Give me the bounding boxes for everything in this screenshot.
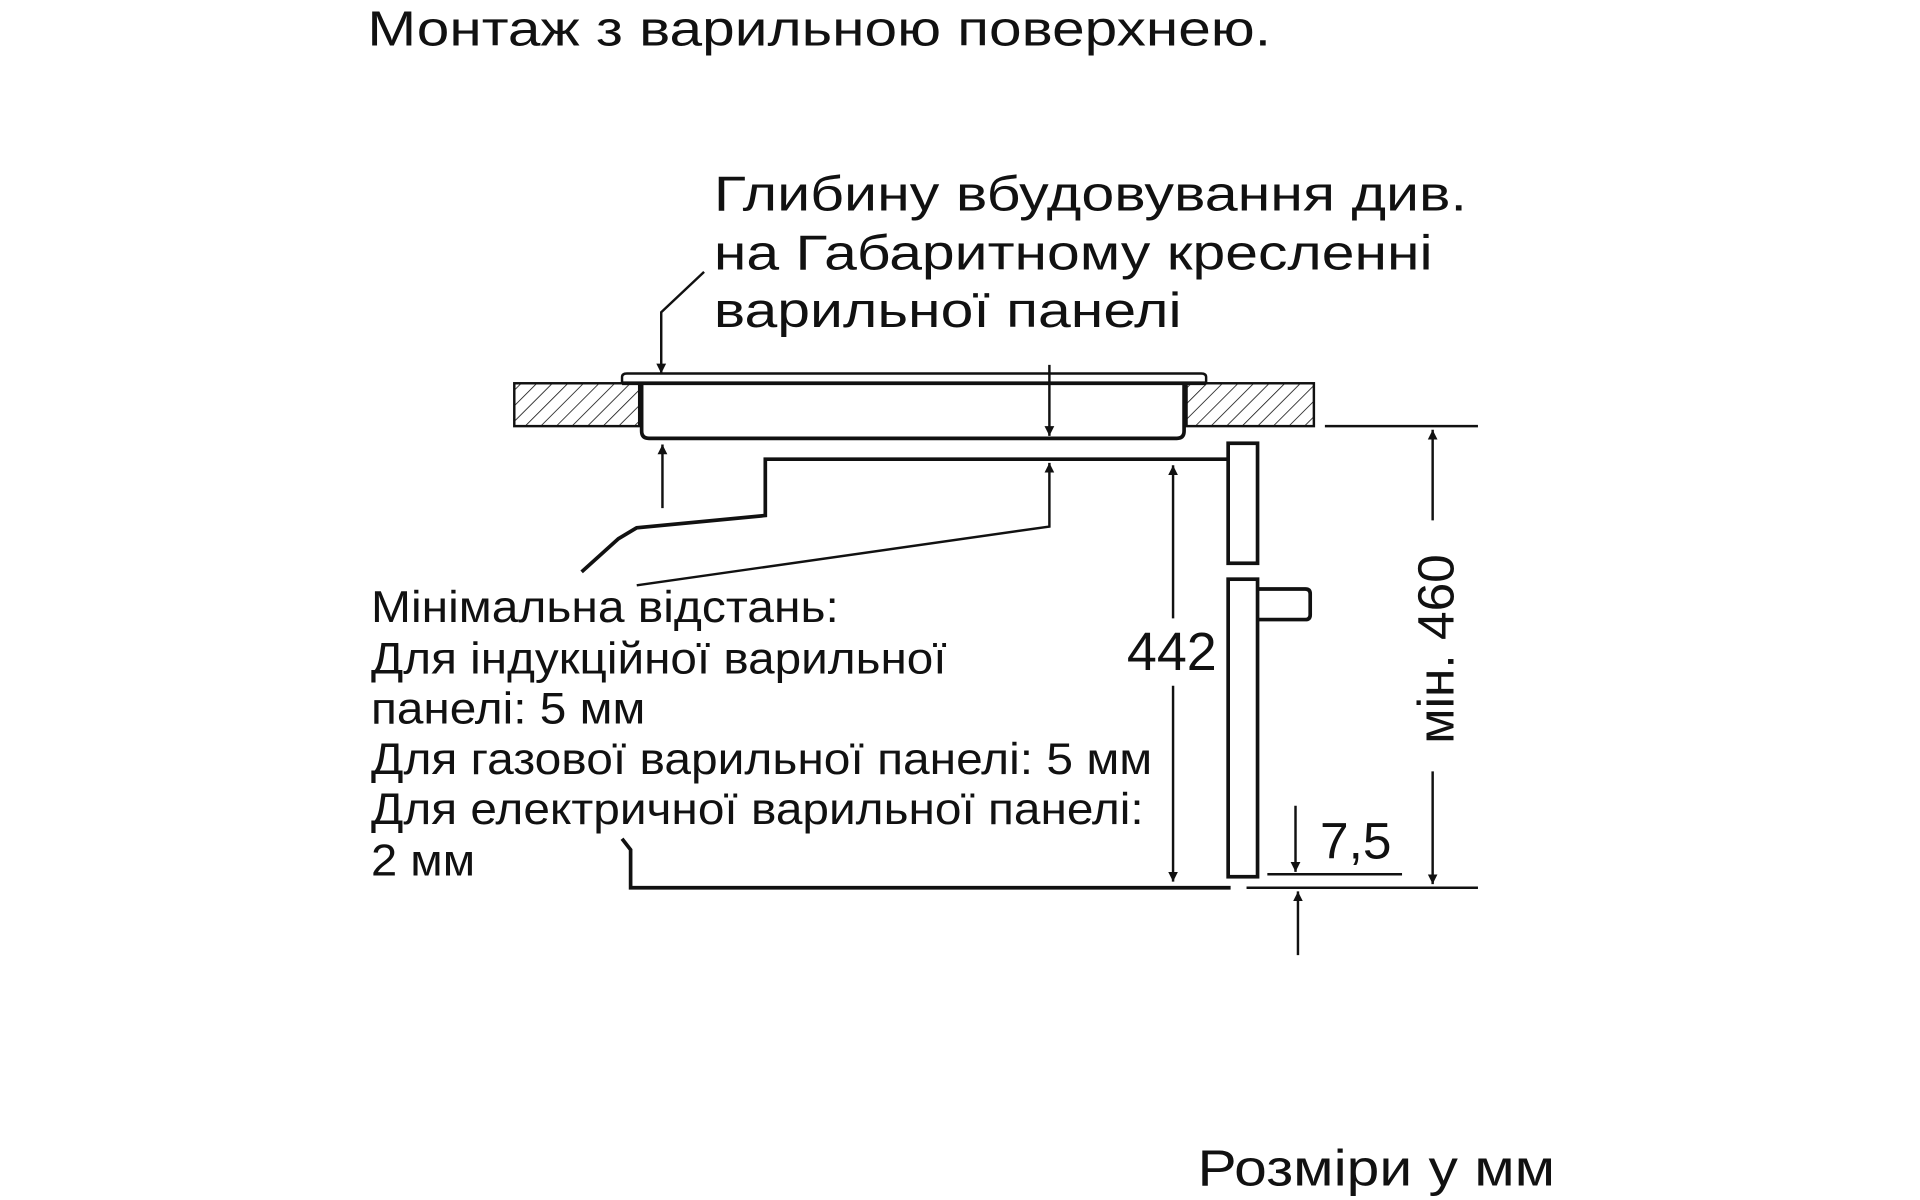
callout-line: на Габаритному кресленні xyxy=(714,226,1433,280)
worktop xyxy=(513,382,1316,428)
note-line: Мінімальна відстань: xyxy=(371,583,839,632)
worktop-section-right xyxy=(1185,382,1316,428)
callout-leader xyxy=(656,270,705,374)
note-line: панелі: 5 мм xyxy=(371,685,645,734)
units-note: Розміри у мм xyxy=(1198,1138,1556,1196)
callout-line: варильної панелі xyxy=(714,284,1182,338)
note-line: Для електричної варильної панелі: xyxy=(371,785,1144,834)
oven-top-outline xyxy=(580,457,1230,574)
note-line: Для індукційної варильної xyxy=(371,634,947,683)
oven-knob xyxy=(1257,587,1313,622)
oven xyxy=(580,441,1313,890)
oven-bottom-outline xyxy=(620,837,1231,890)
dimension-460-label: мін. 460 xyxy=(1406,554,1464,743)
callout-line: Глибину вбудовування див. xyxy=(714,168,1467,222)
dimension-442: 442 xyxy=(1127,465,1217,882)
oven-front-panel-upper xyxy=(1226,441,1260,566)
hob-body xyxy=(639,383,1186,441)
diagram-title: Монтаж з варильною поверхнею. xyxy=(367,2,1271,56)
gap-leader xyxy=(636,462,1055,587)
min-distance-notes: Мінімальна відстань: Для індукційної вар… xyxy=(371,583,1152,885)
worktop-section-left xyxy=(513,382,641,428)
depth-callout: Глибину вбудовування див. на Габаритному… xyxy=(656,168,1467,374)
note-line: 2 мм xyxy=(371,837,475,886)
oven-front-panel-lower xyxy=(1226,577,1260,879)
hob-top-plate xyxy=(620,372,1208,385)
hob xyxy=(620,364,1208,509)
dimension-442-label: 442 xyxy=(1127,622,1217,682)
dimension-7-5: 7,5 xyxy=(1267,805,1403,956)
dimension-460: мін. 460 xyxy=(1246,424,1478,889)
note-line: Для газової варильної панелі: 5 мм xyxy=(371,735,1152,784)
dimension-7-5-label: 7,5 xyxy=(1320,811,1391,869)
